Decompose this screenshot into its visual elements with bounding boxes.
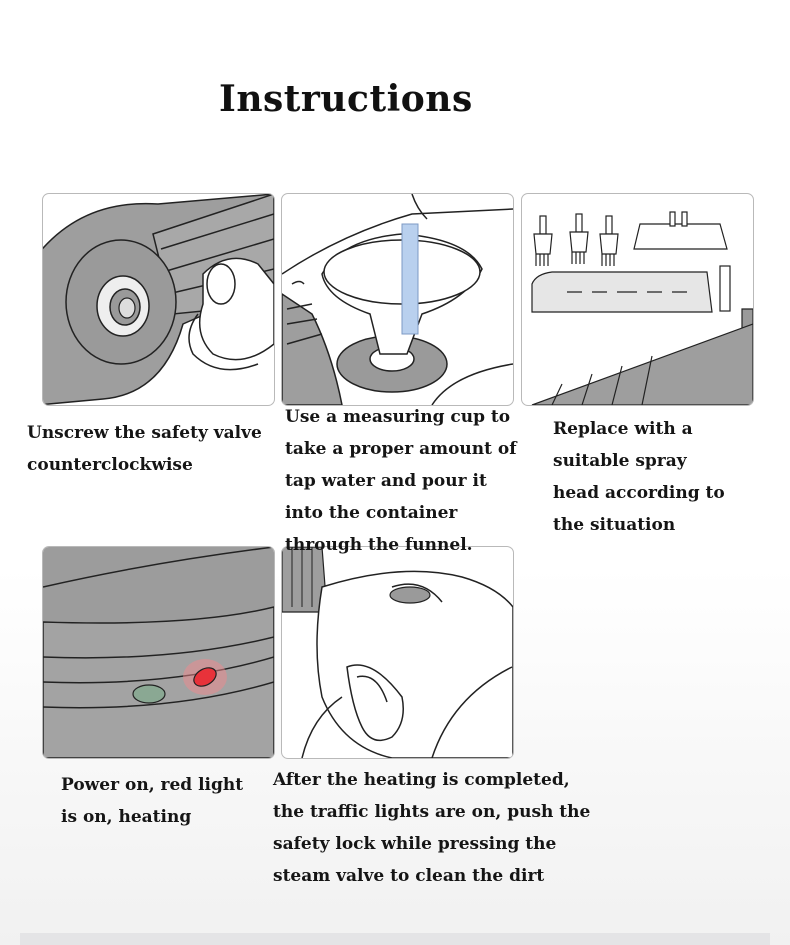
page-title: Instructions	[219, 78, 473, 120]
funnel-pour-illustration	[282, 194, 513, 405]
green-indicator-light	[132, 684, 166, 704]
step-5-caption: After the heating is completed, the traf…	[273, 770, 591, 886]
step-4-caption: Power on, red light is on, heating	[61, 775, 244, 827]
step-2-caption: Use a measuring cup to take a proper amo…	[285, 407, 517, 555]
step-3-caption: Replace with a suitable spray head accor…	[553, 419, 725, 535]
step-1-image	[42, 193, 275, 406]
step-1-caption: Unscrew the safety valve counterclockwis…	[27, 423, 262, 475]
step-2-image	[281, 193, 514, 406]
red-indicator-light	[193, 667, 217, 687]
trigger-hand-illustration	[282, 547, 513, 758]
step-4-image	[42, 546, 275, 759]
bottom-divider	[20, 933, 770, 945]
step-5-image	[281, 546, 514, 759]
safety-valve-illustration	[43, 194, 274, 405]
step-3-image	[521, 193, 754, 406]
indicator-lights-illustration	[43, 547, 274, 758]
spray-heads-illustration	[531, 211, 753, 405]
